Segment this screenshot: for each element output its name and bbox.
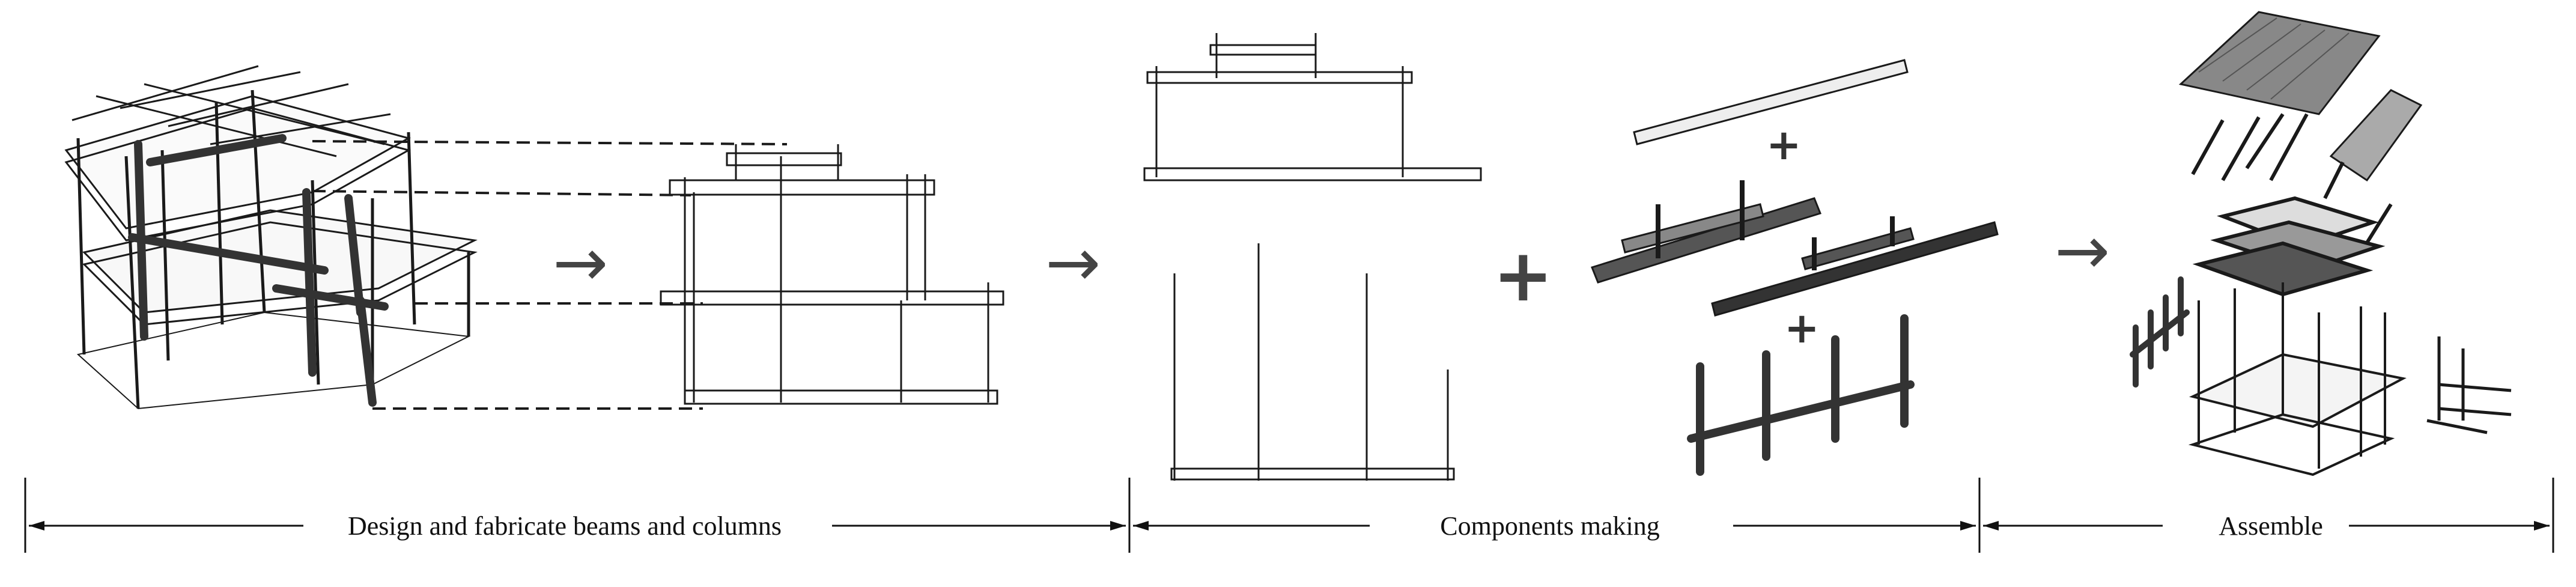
full-frame-isometric-drawing: [64, 65, 478, 410]
arrow-icon-2: →: [1045, 224, 1101, 301]
upper-component-drawing: [1143, 33, 1482, 181]
arrow-icon-3: →: [2055, 212, 2110, 289]
plus-glyph: +: [1784, 303, 1820, 353]
frame-elevation-drawing: [660, 144, 1004, 405]
exploded-assembly-drawing: [2130, 11, 2512, 476]
arrow-glyph: →: [2055, 212, 2110, 289]
arrow-icon-1: →: [553, 224, 608, 301]
lower-component-drawing: [1170, 243, 1455, 481]
exploded-parts-drawing: + +: [1591, 59, 1999, 476]
plus-glyph: +: [1493, 234, 1554, 318]
arrow-glyph: →: [1045, 224, 1101, 301]
plus-icon-1: +: [1493, 234, 1554, 318]
projection-lines: [312, 140, 788, 410]
stage-label-design-fabricate: Design and fabricate beams and columns: [348, 511, 782, 541]
stage-label-components-making: Components making: [1440, 511, 1659, 541]
plus-glyph: +: [1766, 120, 1802, 169]
arrow-glyph: →: [553, 224, 608, 301]
stage-label-assemble: Assemble: [2219, 511, 2323, 541]
stage-timeline: [24, 478, 2554, 553]
